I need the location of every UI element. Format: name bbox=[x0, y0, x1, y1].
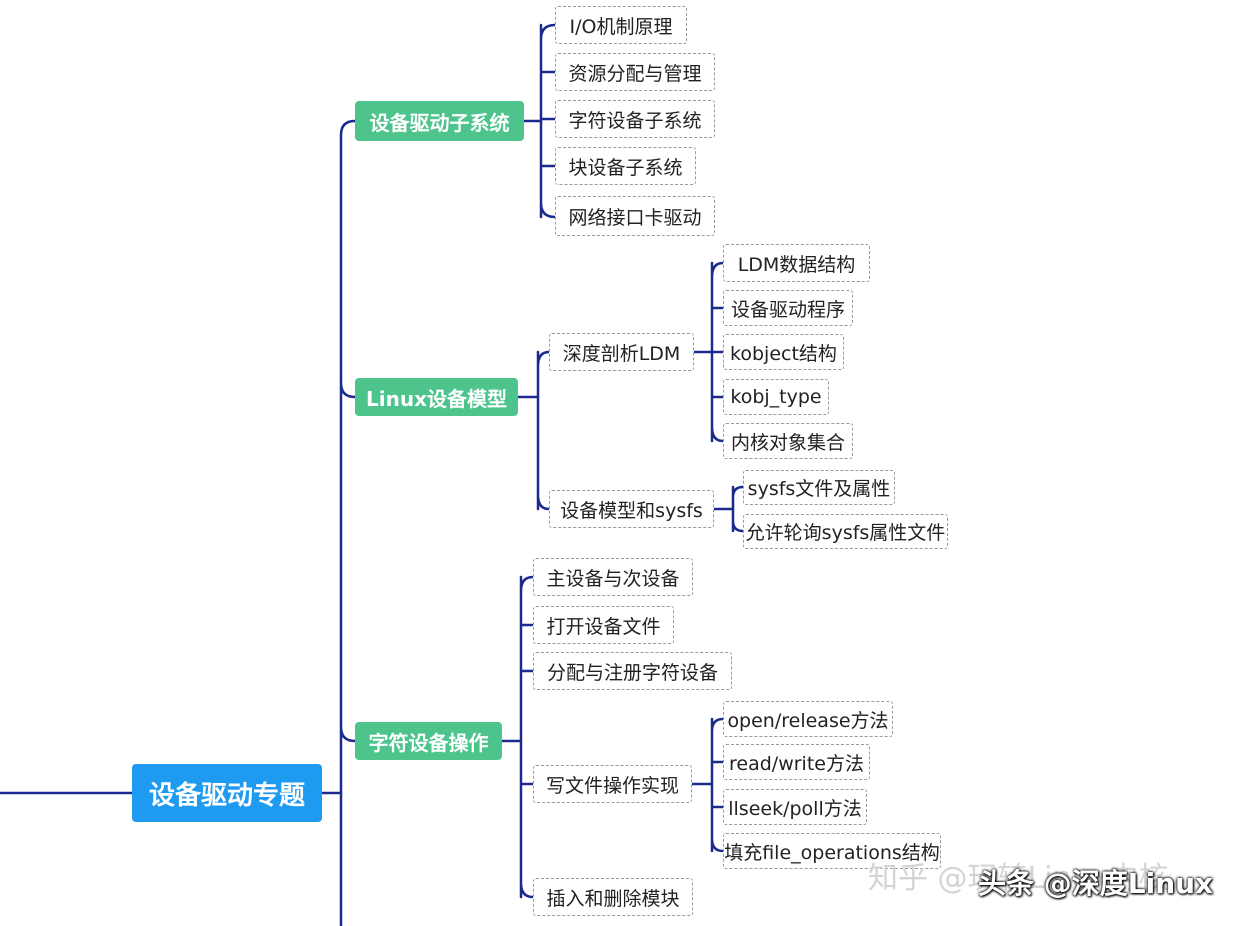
leaf-kernel-object-set[interactable]: 内核对象集合 bbox=[723, 423, 853, 459]
watermark-faint: 知乎 @玩转Linux内核 bbox=[868, 861, 1169, 896]
leaf-char-device-subsystem[interactable]: 字符设备子系统 bbox=[555, 100, 715, 138]
leaf-block-device-subsystem[interactable]: 块设备子系统 bbox=[555, 147, 696, 185]
leaf-llseek-poll[interactable]: llseek/poll方法 bbox=[723, 789, 867, 825]
root-node[interactable]: 设备驱动专题 bbox=[132, 764, 322, 822]
connector-b3 bbox=[500, 575, 535, 899]
branch-char-device-ops[interactable]: 字符设备操作 bbox=[355, 722, 502, 760]
leaf-ldm-analysis[interactable]: 深度剖析LDM bbox=[549, 333, 694, 371]
leaf-major-minor-device[interactable]: 主设备与次设备 bbox=[533, 558, 693, 596]
connector-b2-ldm bbox=[692, 261, 725, 443]
leaf-device-model-sysfs[interactable]: 设备模型和sysfs bbox=[549, 490, 714, 528]
connector-b3-write bbox=[690, 717, 725, 853]
leaf-io-mechanism[interactable]: I/O机制原理 bbox=[555, 6, 687, 44]
leaf-fill-file-operations[interactable]: 填充file_operations结构 bbox=[723, 833, 941, 869]
branch-linux-device-model[interactable]: Linux设备模型 bbox=[355, 378, 518, 416]
leaf-open-device-file[interactable]: 打开设备文件 bbox=[533, 606, 674, 644]
connector-b2 bbox=[516, 350, 551, 511]
leaf-read-write[interactable]: read/write方法 bbox=[723, 744, 870, 780]
leaf-device-driver-program[interactable]: 设备驱动程序 bbox=[723, 290, 853, 326]
leaf-poll-sysfs-attribute[interactable]: 允许轮询sysfs属性文件 bbox=[743, 514, 948, 549]
leaf-sysfs-file-attributes[interactable]: sysfs文件及属性 bbox=[743, 470, 895, 505]
watermark-main: 头条 @深度Linux bbox=[978, 867, 1214, 900]
leaf-resource-management[interactable]: 资源分配与管理 bbox=[555, 53, 715, 91]
leaf-write-file-ops[interactable]: 写文件操作实现 bbox=[533, 765, 692, 803]
branch-device-driver-subsystem[interactable]: 设备驱动子系统 bbox=[355, 101, 524, 141]
leaf-insert-remove-module[interactable]: 插入和删除模块 bbox=[533, 878, 693, 916]
connector-trunk bbox=[339, 119, 357, 926]
leaf-ldm-data-structure[interactable]: LDM数据结构 bbox=[723, 244, 870, 282]
leaf-kobj-type[interactable]: kobj_type bbox=[723, 379, 829, 415]
connector-b2-sysfs bbox=[712, 485, 745, 533]
connector-b1 bbox=[522, 23, 557, 219]
leaf-open-release[interactable]: open/release方法 bbox=[723, 701, 893, 737]
leaf-nic-driver[interactable]: 网络接口卡驱动 bbox=[555, 196, 715, 236]
leaf-kobject-structure[interactable]: kobject结构 bbox=[723, 334, 844, 370]
leaf-alloc-register-char-device[interactable]: 分配与注册字符设备 bbox=[533, 652, 732, 690]
